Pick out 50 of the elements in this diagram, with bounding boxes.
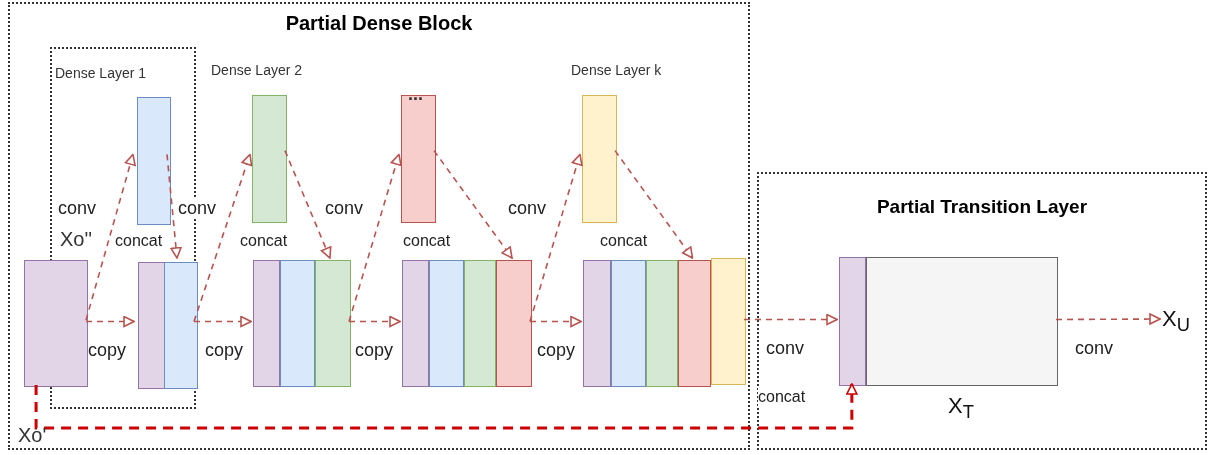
feature-map-block: [464, 260, 496, 387]
arrow: [348, 153, 402, 323]
arrow: [614, 149, 694, 259]
feature-map-block: [582, 95, 617, 223]
feature-map-block: [839, 257, 866, 386]
edge-label: concat: [758, 388, 806, 406]
feature-map-block: [280, 260, 315, 387]
arrow: [1055, 313, 1161, 325]
feature-map-block: [678, 260, 711, 387]
feature-map-block: [646, 260, 678, 387]
arrow: [193, 315, 252, 328]
feature-map-block: [866, 257, 1058, 386]
arrow: [743, 313, 838, 326]
group-frame: [757, 172, 1207, 450]
arrow: [529, 153, 583, 323]
feature-map-block: [315, 260, 351, 387]
feature-map-block: [402, 260, 429, 387]
arrow: [193, 153, 253, 323]
feature-map-block: [138, 262, 165, 389]
arrow: [284, 149, 332, 259]
arrow: [433, 149, 513, 259]
feature-map-block: [583, 260, 611, 387]
feature-map-block: [253, 260, 280, 387]
group-frame: [8, 2, 750, 450]
group-title: Partial Transition Layer: [876, 196, 1088, 218]
tensor-label: Xo': [18, 424, 47, 447]
feature-map-block: [252, 95, 287, 223]
arrow: [34, 383, 858, 430]
group-title: Partial Dense Block: [285, 12, 473, 35]
arrow: [348, 315, 401, 328]
feature-map-block: [401, 95, 436, 223]
feature-map-block: [429, 260, 464, 387]
edge-label: conv: [178, 198, 217, 219]
feature-map-block: [611, 260, 646, 387]
group-title: Dense Layer 1: [55, 65, 147, 81]
feature-map-block: [24, 260, 88, 387]
arrow: [166, 153, 182, 259]
feature-map-block: [164, 262, 198, 389]
arrow: [529, 315, 582, 328]
layer-label: Dense Layer 2: [211, 62, 303, 78]
feature-map-block: [496, 260, 532, 387]
tensor-label: Xo'': [60, 228, 93, 251]
feature-map-block: [137, 97, 171, 225]
layer-label: Dense Layer k: [571, 62, 662, 78]
arrow: [85, 315, 135, 328]
feature-map-block: [711, 258, 746, 385]
layer-label: ...: [408, 84, 423, 105]
output-label: X$_{U}$: [1162, 306, 1190, 337]
tensor-label: X$_{T}$: [948, 393, 974, 424]
arrow: [85, 153, 136, 322]
